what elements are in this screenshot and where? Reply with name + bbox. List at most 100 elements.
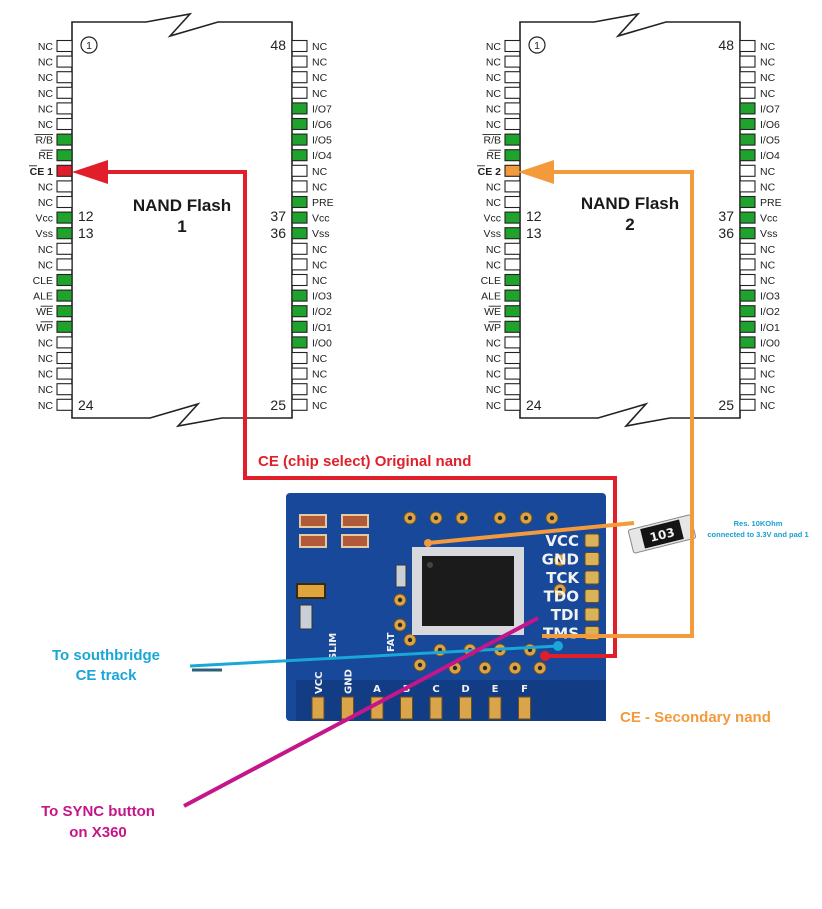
chip-2-pin-right-40	[739, 164, 756, 177]
wire-ce-secondary	[528, 170, 694, 638]
chip-2-pin-right-35	[739, 242, 756, 255]
pcb-via-hole	[433, 515, 439, 521]
chip-1-pin-right-27	[291, 367, 308, 380]
arrow-ce1	[72, 160, 108, 184]
chip-2-pin-label-right-26: NC	[760, 384, 776, 396]
chip-2-pin-right-39	[739, 180, 756, 193]
pcb-bottom-pad-d	[459, 696, 472, 720]
chip-2-pin-label-left-22: NC	[486, 369, 502, 381]
chip-2-pin-label-right-48: NC	[760, 41, 776, 53]
chip-2-pin-label-left-10: NC	[486, 181, 502, 193]
chip-1-pin-label-left-23: NC	[38, 384, 54, 396]
label-resistor-line1: Res. 10KOhm	[734, 519, 783, 528]
chip-1-pin-label-right-40: NC	[312, 166, 328, 178]
chip-1-pin-label-left-17: ALE	[33, 291, 53, 303]
chip-1-pin-label-right-45: NC	[312, 88, 328, 100]
pin1-marker: 1	[534, 40, 540, 52]
chip-1-pin-label-right-26: NC	[312, 384, 328, 396]
pcb-bottom-pad-label-vcc: VCC	[314, 672, 325, 694]
chip-1-pin-label-right-47: NC	[312, 57, 328, 69]
chip-1-pin-right-47	[291, 55, 308, 68]
chip-2-pin-label-right-45: NC	[760, 88, 776, 100]
chip-1-pin-left-22	[56, 367, 73, 380]
pin-number-36: 36	[718, 225, 734, 241]
pin-number-12: 12	[78, 208, 94, 224]
pcb-via-hole	[417, 662, 423, 668]
chip-1-pin-right-30	[291, 320, 308, 333]
wire-resistor-to-pcb	[427, 521, 635, 545]
chip-2-number: 2	[625, 215, 634, 234]
chip-1-pin-label-left-4: NC	[38, 88, 54, 100]
pcb-pad-gnd	[584, 552, 600, 566]
chip-1-pin-right-42	[291, 133, 308, 146]
pcb-via-hole	[497, 515, 503, 521]
chip-2-pin-left-8	[504, 149, 521, 162]
chip-1-pin-label-right-39: NC	[312, 181, 328, 193]
chip-2-pin-label-right-29: I/O0	[760, 337, 780, 349]
chip-2-pin-right-32	[739, 289, 756, 302]
pcb-via-hole	[557, 587, 563, 593]
chip-2-pin-label-left-18: WE	[484, 306, 501, 318]
chip-2-pin-left-18	[504, 305, 521, 318]
chip-1-pin-left-4	[56, 86, 73, 99]
chip-1-pin-label-right-35: NC	[312, 244, 328, 256]
chip-2-pin-right-44	[739, 102, 756, 115]
chip-1-pin-label-left-24: NC	[38, 400, 54, 412]
pin-number-13: 13	[78, 225, 94, 241]
chip-2-pin-label-right-33: NC	[760, 275, 776, 287]
pcb-bottom-pad-label-c: C	[432, 684, 439, 695]
smd-component	[299, 604, 313, 630]
chip-1-pin-label-right-48: NC	[312, 41, 328, 53]
chip-1-pin-right-25	[291, 398, 308, 411]
pin-number-36: 36	[270, 225, 286, 241]
chip-1-pin-right-46	[291, 71, 308, 84]
smd-component	[299, 514, 327, 528]
chip-1-pin-right-36	[291, 227, 308, 240]
pin-number-37: 37	[718, 208, 734, 224]
chip-2-pin-left-12	[504, 211, 521, 224]
pcb-via-hole	[523, 515, 529, 521]
pcb-pad-label-tdo: TDO	[544, 588, 579, 606]
chip-2-pin-left-10	[504, 180, 521, 193]
chip-1-pin-left-13	[56, 227, 73, 240]
chip-2-pin-label-right-31: I/O2	[760, 306, 780, 318]
chip-2-pin-right-26	[739, 383, 756, 396]
chip-2-pin-left-24	[504, 398, 521, 411]
pcb-bottom-pad-c	[429, 696, 443, 720]
pin1-marker-circle	[528, 36, 546, 54]
chip-1-pin-right-44	[291, 102, 308, 115]
chip-1-pin-left-19	[56, 320, 73, 333]
chip-1-pin-left-17	[56, 289, 73, 302]
chip-2-pin-label-left-6: NC	[486, 119, 502, 131]
chip-2-pin-label-right-39: NC	[760, 181, 776, 193]
arrow-ce2	[518, 160, 554, 184]
chip-1-pin-label-left-2: NC	[38, 57, 54, 69]
chip-1-pin-label-right-30: I/O1	[312, 322, 332, 334]
pin-number-25: 25	[718, 397, 734, 413]
chip-2-pin-label-right-35: NC	[760, 244, 776, 256]
chip-2-pin-left-22	[504, 367, 521, 380]
chip-1-pin-left-9	[56, 164, 73, 177]
chip-1-pin-label-left-22: NC	[38, 369, 54, 381]
chip-2-pin-label-right-36: Vss	[760, 228, 778, 240]
wire-end-resistor	[424, 539, 432, 547]
pcb-pad-tdo	[584, 589, 600, 603]
chip-1-pin-right-34	[291, 258, 308, 271]
chip-1-pin-left-2	[56, 55, 73, 68]
chip-2-pin-right-25	[739, 398, 756, 411]
chip-2-pin-label-right-47: NC	[760, 57, 776, 69]
chip-2-pin-left-16	[504, 273, 521, 287]
chip-1-pin-right-48	[291, 39, 308, 53]
smd-component	[395, 564, 407, 588]
wire-end-southbridge	[553, 641, 563, 651]
chip-1-pin-left-8	[56, 149, 73, 162]
pin-number-48: 48	[718, 37, 734, 53]
chip-2-pin-left-3	[504, 71, 521, 84]
chip-1-pin-right-40	[291, 164, 308, 177]
chip-2-pin-label-right-43: I/O6	[760, 119, 780, 131]
chip-1-pin-left-16	[56, 273, 73, 287]
pin-number-25: 25	[270, 397, 286, 413]
chip-1-pin-right-33	[291, 273, 308, 287]
wire-ce-original	[82, 170, 617, 658]
